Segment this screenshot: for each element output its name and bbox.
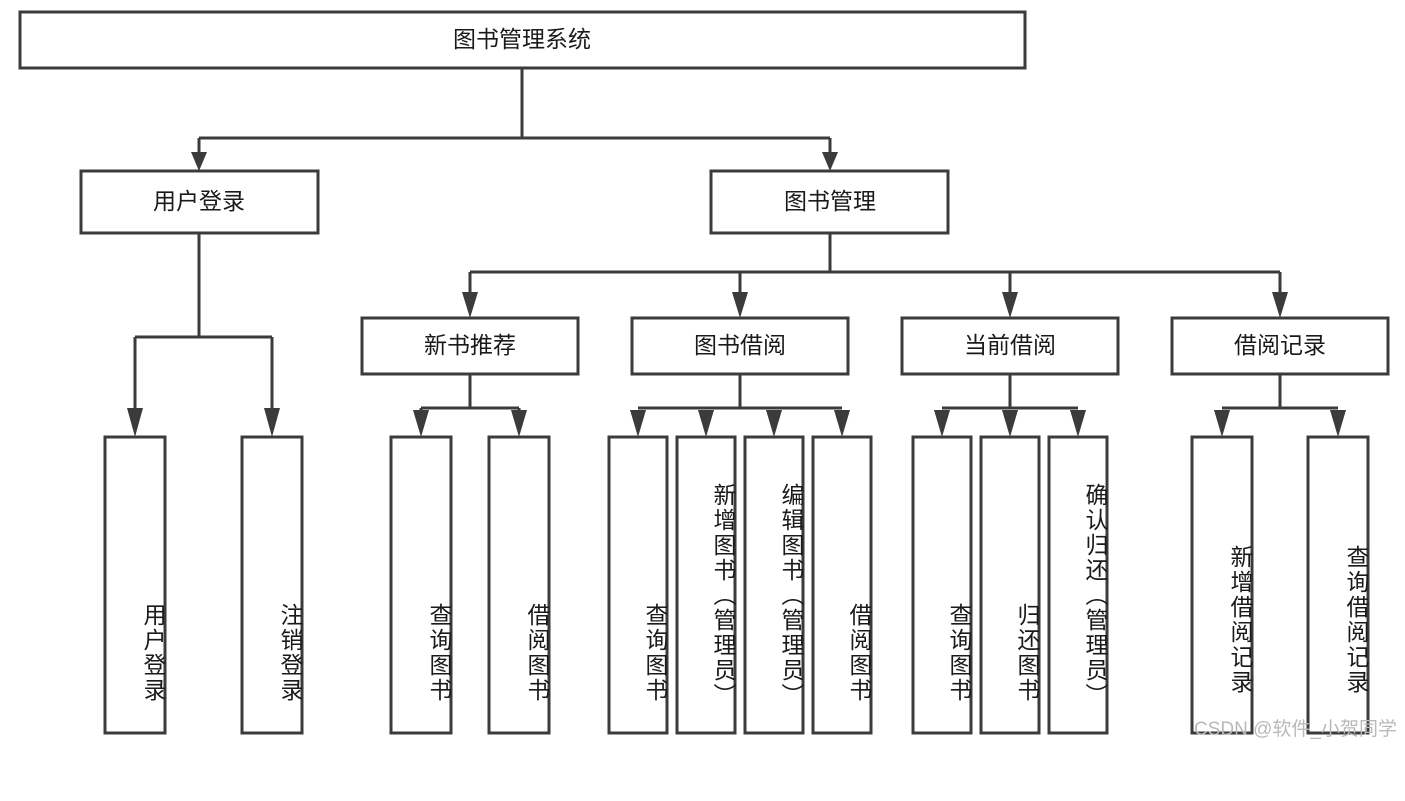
connector-layer	[127, 68, 1346, 437]
node-leaf-borrow-record-0[interactable]	[1190, 435, 1254, 735]
diagram-canvas: 图书管理系统 用户登录 图书管理 新书推荐 图书借阅 当前借阅 借阅记录	[18, 10, 1390, 735]
node-user-login[interactable]	[79, 169, 320, 235]
arrow-book-borrow-leaf-1-icon	[698, 410, 714, 437]
arrow-book-borrow-leaf-2-icon	[766, 410, 782, 437]
csdn-watermark: CSDN @软件_小贺同学	[1194, 719, 1397, 740]
arrow-root-to-user-login-icon	[191, 152, 207, 171]
node-leaf-new-book-0[interactable]	[389, 435, 453, 735]
arrow-current-borrow-leaf-2-icon	[1070, 410, 1086, 437]
arrow-user-login-leaf-1-icon	[264, 408, 280, 437]
node-user-login-label: 用户登录	[153, 188, 245, 214]
node-leaf-user-login-0[interactable]	[103, 435, 167, 735]
node-book-management[interactable]	[709, 169, 950, 235]
node-book-borrow-label: 图书借阅	[694, 332, 786, 358]
node-root-label: 图书管理系统	[453, 26, 591, 52]
node-book-management-label: 图书管理	[784, 188, 876, 214]
arrow-new-book-leaf-0-icon	[413, 410, 429, 437]
node-leaf-user-login-1[interactable]	[240, 435, 304, 735]
node-leaf-current-borrow-0[interactable]	[911, 435, 973, 735]
node-layer: 图书管理系统 用户登录 图书管理 新书推荐 图书借阅 当前借阅 借阅记录	[18, 10, 1390, 735]
node-new-book-recommend-label: 新书推荐	[424, 332, 516, 358]
node-leaf-current-borrow-1[interactable]	[979, 435, 1041, 735]
node-current-borrow[interactable]	[900, 316, 1120, 376]
arrow-book-borrow-leaf-3-icon	[834, 410, 850, 437]
node-leaf-current-borrow-2[interactable]	[1047, 435, 1109, 735]
node-borrow-record-label: 借阅记录	[1234, 332, 1326, 358]
node-leaf-book-borrow-0[interactable]	[607, 435, 669, 735]
node-leaf-book-borrow-1[interactable]	[675, 435, 737, 735]
arrow-new-book-leaf-1-icon	[511, 410, 527, 437]
node-current-borrow-label: 当前借阅	[964, 332, 1056, 358]
node-leaf-book-borrow-2[interactable]	[743, 435, 805, 735]
arrow-user-login-leaf-0-icon	[127, 408, 143, 437]
arrow-root-to-book-mgmt-icon	[822, 152, 838, 171]
node-leaf-borrow-record-1[interactable]	[1306, 435, 1370, 735]
node-new-book-recommend[interactable]	[360, 316, 580, 376]
arrow-book-mgmt-child-0-icon	[462, 292, 478, 318]
arrow-book-mgmt-child-2-icon	[1002, 292, 1018, 318]
arrow-book-borrow-leaf-0-icon	[630, 410, 646, 437]
node-leaf-book-borrow-3[interactable]	[811, 435, 873, 735]
arrow-book-mgmt-child-1-icon	[732, 292, 748, 318]
arrow-borrow-record-leaf-0-icon	[1214, 410, 1230, 437]
diagram-root: 图书管理系统 用户登录 图书管理 新书推荐 图书借阅 当前借阅 借阅记录	[18, 10, 1397, 740]
node-root[interactable]	[18, 10, 1027, 70]
arrow-current-borrow-leaf-0-icon	[934, 410, 950, 437]
node-borrow-record[interactable]	[1170, 316, 1390, 376]
node-book-borrow[interactable]	[630, 316, 850, 376]
arrow-book-mgmt-child-3-icon	[1272, 292, 1288, 318]
node-leaf-new-book-1[interactable]	[487, 435, 551, 735]
arrow-borrow-record-leaf-1-icon	[1330, 410, 1346, 437]
arrow-current-borrow-leaf-1-icon	[1002, 410, 1018, 437]
